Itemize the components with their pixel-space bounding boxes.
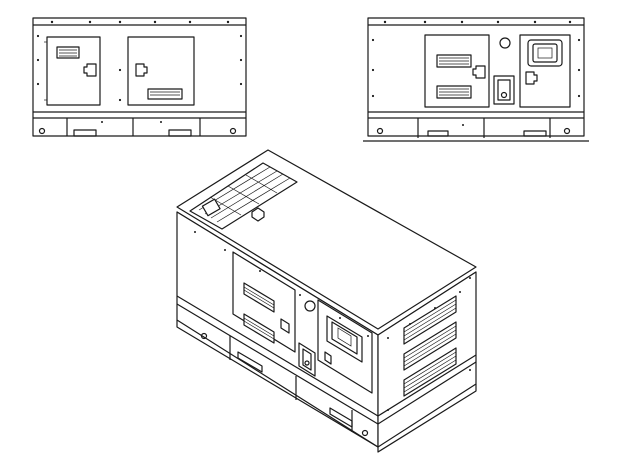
fuel-cap-icon	[201, 198, 221, 217]
louvre-grille	[243, 282, 275, 344]
door-handle-icon	[472, 65, 486, 79]
round-vent-icon	[304, 300, 316, 312]
emergency-stop-box	[298, 342, 316, 377]
emergency-stop-box	[493, 75, 515, 105]
control-panel-window	[326, 315, 363, 363]
control-panel-door	[519, 34, 571, 108]
door-handle-icon	[135, 63, 148, 77]
door-handle-icon	[525, 71, 538, 85]
front-access-door-right	[127, 36, 195, 106]
round-vent-icon	[499, 37, 511, 49]
canopy-body	[367, 17, 585, 137]
door-handle-icon	[280, 318, 290, 334]
side-access-door	[424, 34, 490, 108]
louvre-grille	[436, 85, 472, 99]
door-handle-icon	[324, 351, 332, 365]
base-frame	[376, 118, 571, 138]
louvre-grille	[147, 88, 183, 100]
control-panel-window	[527, 39, 563, 67]
roof-cap-icon	[251, 207, 265, 222]
side-elevation-view	[363, 17, 589, 142]
louvre-grille	[403, 295, 457, 397]
louvre-grille	[56, 46, 80, 59]
base-frame	[38, 118, 237, 137]
roof-exhaust-grille	[189, 162, 298, 230]
door-handle-icon	[83, 63, 97, 77]
isometric-view	[176, 149, 477, 453]
front-access-door-left	[46, 36, 101, 106]
louvre-grille	[436, 54, 472, 68]
front-elevation-view	[32, 17, 247, 137]
base-frame	[176, 320, 477, 453]
canopy-body	[32, 17, 247, 137]
